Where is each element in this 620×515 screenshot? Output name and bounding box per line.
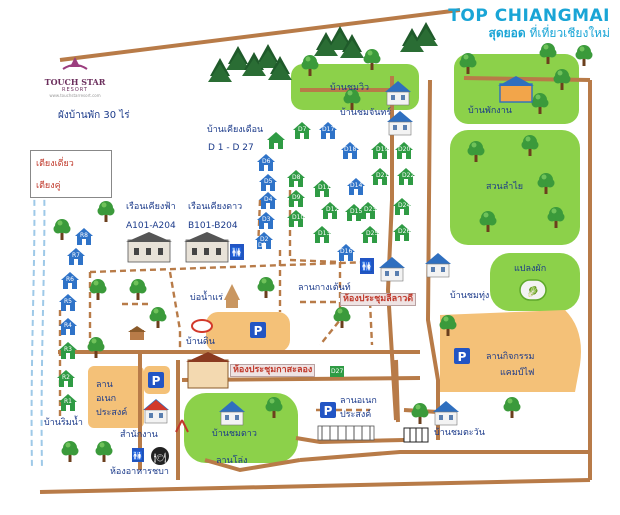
label-lan-anek-3: ประสงค์ [96, 408, 128, 418]
label-ruen-tiang-fah: เรือนเคียงฟ้า [126, 202, 176, 212]
unit-d9: D9 [292, 194, 301, 201]
unit-d15: D15 [350, 208, 363, 215]
unit-d18: D18 [344, 146, 357, 153]
unit-d7: D7 [298, 126, 307, 133]
brand-header: TOP CHIANGMAI สุดยอด ที่เที่ยวเชียงใหม่ [448, 6, 610, 43]
label-lan-loeng: ลานโล่ง [216, 456, 248, 466]
river [30, 179, 46, 471]
label-lan-anek-1: ลาน [96, 380, 113, 390]
label-camp-fire: แคมป์ไฟ [500, 368, 535, 378]
unit-d27: D27 [330, 366, 345, 377]
svg-text:🥬: 🥬 [527, 285, 539, 298]
svg-text:🚻: 🚻 [231, 246, 243, 259]
label-hong-prachum-kasalong: ห้องประชุมกาสะลอง [230, 364, 316, 377]
brand-top: TOP [448, 6, 489, 26]
label-lan-anek-b1: ลานอเนก [340, 396, 377, 406]
unit-d17: D17 [322, 126, 335, 133]
label-ban-din: บ้านดิน [186, 337, 215, 347]
label-hong-ahan: ห้องอาหารชบา [110, 467, 169, 477]
brand-chiangmai: CHIANGMAI [494, 6, 610, 26]
unit-d25: D25 [366, 230, 379, 237]
label-ban-phak-ngan: บ้านพักงาน [468, 106, 512, 116]
unit-d21: D21 [376, 172, 389, 179]
label-hong-prachum-lawadee: ห้องประชุมลีลาวดี [340, 293, 417, 306]
unit-d22: D22 [402, 172, 415, 179]
unit-d16: D16 [340, 248, 353, 255]
label-ban-rim-nam: บ้านริมน้ำ [44, 418, 83, 428]
unit-d12: D12 [326, 206, 339, 213]
unit-d2: D2 [260, 236, 269, 243]
unit-d8: D8 [292, 174, 301, 181]
svg-text:🚻: 🚻 [132, 450, 143, 462]
label-b-range: B101-B204 [188, 221, 238, 231]
label-ban-chom-jan: บ้านชมจันทร์ [340, 108, 392, 118]
logo-url: www.touchstarresort.com [49, 93, 101, 98]
label-ruen-tiang-dao: เรือนเคียงดาว [188, 202, 243, 212]
unit-d24: D24 [398, 202, 411, 209]
unit-d26: D26 [398, 228, 411, 235]
legend-single: เตียงเดี่ยว [36, 159, 74, 169]
unit-r3: R3 [64, 346, 72, 353]
unit-r2: R2 [62, 374, 70, 381]
label-lan-kitjakam: ลานกิจกรรม [486, 352, 535, 362]
logo-sub: RESORT [62, 87, 88, 93]
brand-tagline-red: สุดยอด [488, 26, 526, 40]
unit-d10: D10 [292, 214, 305, 221]
label-ban-chom-tawan: บ้านชมตะวัน [434, 428, 485, 438]
logo-name: TOUCH STAR [44, 77, 106, 87]
unit-d1: D1 [258, 242, 267, 249]
brand-tagline: สุดยอด ที่เที่ยวเชียงใหม่ [448, 24, 611, 43]
label-lan-anek-b2: ประสงค์ [340, 410, 372, 420]
brand-title: TOP CHIANGMAI [448, 6, 610, 26]
unit-d6: D6 [262, 158, 271, 165]
label-plaeng-phak: แปลงผัก [514, 264, 547, 274]
unit-d14: D14 [350, 182, 363, 189]
label-lan-anek-2: อเนก [96, 394, 117, 404]
unit-d4: D4 [264, 196, 273, 203]
brand-tagline-rest: ที่เที่ยวเชียงใหม่ [529, 26, 610, 40]
label-ban-chom-wiew: บ้านชมวิว [330, 83, 370, 93]
label-ban-tiang-duen: บ้านเคียงเดือน [207, 125, 264, 135]
star-crown-icon [62, 57, 88, 70]
label-bo-nam-rae: บ่อน้ำแร่ [190, 293, 223, 303]
unit-d19: D19 [376, 146, 389, 153]
special-buildings: 🥬 🍽 🚻 [128, 76, 547, 465]
legend-double: เตียงคู่ [36, 181, 61, 191]
label-d-range: D 1 - D 27 [208, 143, 254, 153]
roads [39, 8, 592, 494]
unit-r6: R6 [66, 276, 74, 283]
unit-r8: R8 [80, 232, 88, 239]
unit-r5: R5 [64, 298, 72, 305]
svg-text:🍽: 🍽 [154, 452, 167, 464]
resort-logo: TOUCH STAR RESORT www.touchstarresort.co… [40, 55, 110, 98]
label-lan-kang-tent: ลานกางเต้นท์ [298, 283, 351, 293]
unit-r4: R4 [64, 322, 72, 329]
unit-d13: D13 [318, 230, 331, 237]
label-samnakngan: สำนักงาน [120, 430, 158, 440]
unit-d5: D5 [264, 178, 273, 185]
unit-r7: R7 [72, 252, 80, 259]
unit-d23: D23 [364, 206, 377, 213]
plan-title: ผังบ้านพัก 30 ไร่ [58, 110, 130, 121]
label-ban-chom-thung: บ้านชมทุ่ง [450, 291, 490, 301]
label-a-range: A101-A204 [126, 221, 176, 231]
unit-d20: D20 [398, 146, 411, 153]
label-suan-lamyai: สวนลำไย [486, 182, 524, 192]
label-ban-chom-dao: บ้านชมดาว [212, 429, 257, 439]
svg-text:🚻: 🚻 [361, 260, 373, 273]
row-buildings: 🚻 🚻 [126, 232, 374, 274]
unit-r1: R1 [64, 398, 72, 405]
legend: เตียงเดี่ยว เตียงคู่ [30, 150, 112, 198]
unit-d11: D11 [318, 184, 331, 191]
unit-d3: D3 [262, 216, 271, 223]
